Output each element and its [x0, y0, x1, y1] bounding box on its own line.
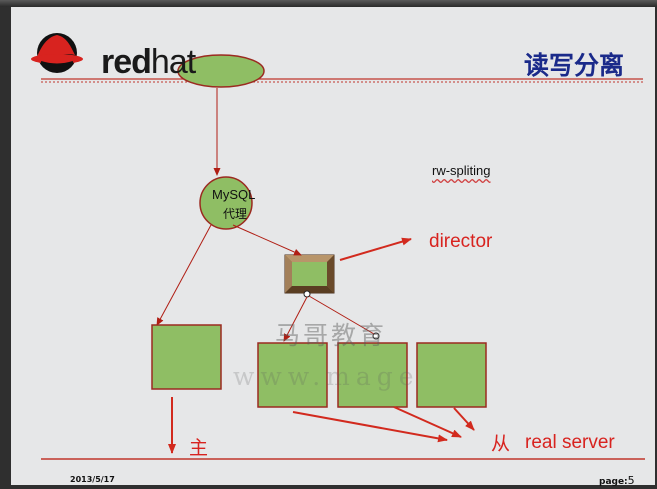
- arrow-director-label: [339, 237, 412, 261]
- mysql-proxy-node: [199, 176, 253, 230]
- brand-wordmark: redhat: [101, 43, 196, 82]
- brand-bold: red: [101, 43, 152, 81]
- footer-page-label: page:: [599, 477, 628, 487]
- watermark-text: 马哥教育: [275, 321, 388, 350]
- master-label: 主: [189, 437, 209, 459]
- arrow-slave-label-3: [453, 407, 475, 431]
- proxy-label-line1: MySQL: [212, 187, 256, 202]
- footer-page: page:5: [599, 474, 635, 487]
- slave-server-node-2: [337, 342, 408, 408]
- watermark-url: www.mage: [233, 362, 420, 391]
- diagram-canvas: [31, 33, 645, 460]
- window-top-strip: [0, 0, 657, 7]
- slave-label: 从: [491, 433, 511, 455]
- client-node: [177, 54, 265, 88]
- arrow-proxy-to-master: [156, 224, 212, 326]
- arrow-proxy-to-director: [232, 224, 302, 256]
- redhat-logo-icon: [31, 33, 83, 73]
- footer-date: 2013/5/17: [70, 475, 115, 484]
- connector-director-to-slave2: [308, 295, 375, 335]
- arrow-slave-label-2: [393, 406, 462, 438]
- slide-title: 读写分离: [524, 51, 625, 80]
- arrow-director-to-slave1: [283, 296, 308, 342]
- slave-server-node-1: [257, 342, 328, 408]
- director-connector-dot-right: [372, 332, 380, 340]
- director-label: director: [429, 231, 493, 252]
- real-server-label: real server: [525, 432, 615, 453]
- arrow-slave-label-1: [292, 411, 448, 443]
- proxy-label-line2: 代理: [223, 207, 248, 221]
- brand-light: hat: [150, 43, 196, 81]
- footer-page-number: 5: [627, 474, 635, 487]
- master-server-node: [151, 324, 222, 390]
- director-node: [284, 254, 335, 294]
- slave-server-node-3: [416, 342, 487, 408]
- diagram-subtitle: rw-spliting: [432, 163, 491, 178]
- slide: redhat 读写分离 rw-spliting MySQL 代理 directo…: [11, 7, 655, 487]
